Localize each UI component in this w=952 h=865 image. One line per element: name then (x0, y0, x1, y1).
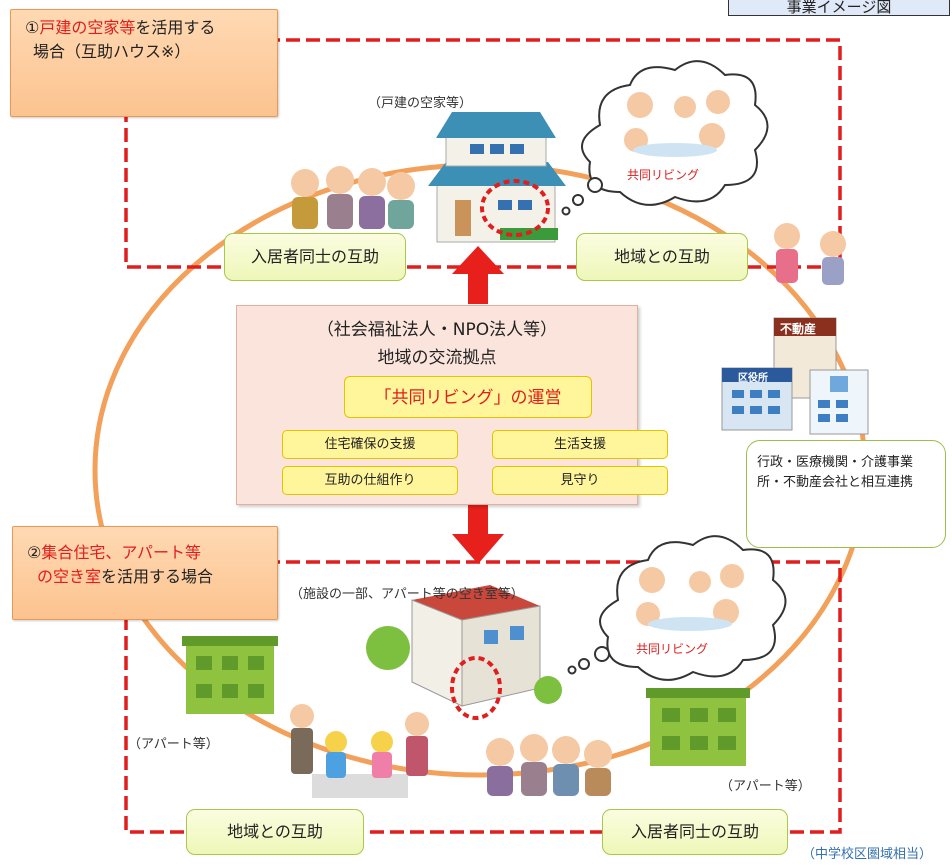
city-office-sign: 区役所 (738, 373, 768, 384)
facility-caption: （施設の一部、アパート等の空き室等） (290, 587, 524, 602)
school-area-caption: （中学校区圏域相当） (802, 847, 933, 862)
detached-house-caption: （戸建の空家等） (368, 96, 473, 111)
hub-item-housing-support: 住宅確保の支援 (282, 430, 458, 459)
shared-living-label-bottom: 共同リビング (636, 642, 709, 656)
thought-bubble-bottom (567, 535, 787, 681)
hub-title: 地域の交流拠点 (377, 348, 497, 368)
buildings-illustration (721, 317, 869, 435)
schoolchildren-crossing-illustration (290, 704, 429, 798)
case2-line1: ②集合住宅、アパート等 (27, 543, 202, 562)
hub-item-mutual-help-system: 互助の仕組作り (282, 466, 458, 495)
apartment-left-caption: （アパート等） (128, 737, 219, 752)
diagram-title-tag: 事業イメージ図 (728, 0, 950, 16)
case1-line2: 場合（互助ハウス※） (33, 42, 191, 61)
apartment-block-right (646, 688, 750, 766)
elderly-residents-group-bottom (486, 734, 612, 796)
case1-boundary (124, 38, 842, 269)
apartment-house-illustration (366, 585, 562, 720)
residents-mutual-help-bottom: 入居者同士の互助 (602, 809, 788, 855)
shared-living-label-top: 共同リビング (627, 168, 700, 182)
arrow-down (452, 502, 504, 564)
hub-item-watching: 見守り (492, 466, 668, 495)
shared-living-operation: 「共同リビング」の運営 (344, 376, 592, 418)
real-estate-sign: 不動産 (780, 322, 817, 336)
community-mutual-help-bottom: 地域との互助 (186, 809, 364, 855)
caregiver-illustration (774, 223, 846, 285)
apartment-block-left (182, 636, 278, 714)
hub-operator-line: （社会福祉法人・NPO法人等） (316, 320, 558, 340)
collaboration-note: 行政・医療機関・介護事業所・不動産会社と相互連携 (746, 440, 946, 548)
case2-boundary (124, 560, 842, 834)
thought-bubble-top (561, 60, 769, 216)
detached-house-illustration (428, 112, 566, 243)
case2-label-box: ②集合住宅、アパート等 の空き室を活用する場合 (12, 526, 278, 620)
community-mutual-help-top: 地域との互助 (576, 233, 748, 281)
case1-line1: ①戸建の空家等を活用する (25, 18, 216, 37)
case2-line2: の空き室を活用する場合 (37, 567, 214, 586)
residents-mutual-help-top: 入居者同士の互助 (224, 233, 406, 281)
arrow-up (452, 246, 504, 304)
elderly-residents-group-top (291, 166, 415, 229)
hub-item-life-support: 生活支援 (492, 430, 668, 459)
case1-label-box: ①戸建の空家等を活用する 場合（互助ハウス※） (10, 9, 278, 117)
apartment-right-caption: （アパート等） (720, 779, 811, 794)
